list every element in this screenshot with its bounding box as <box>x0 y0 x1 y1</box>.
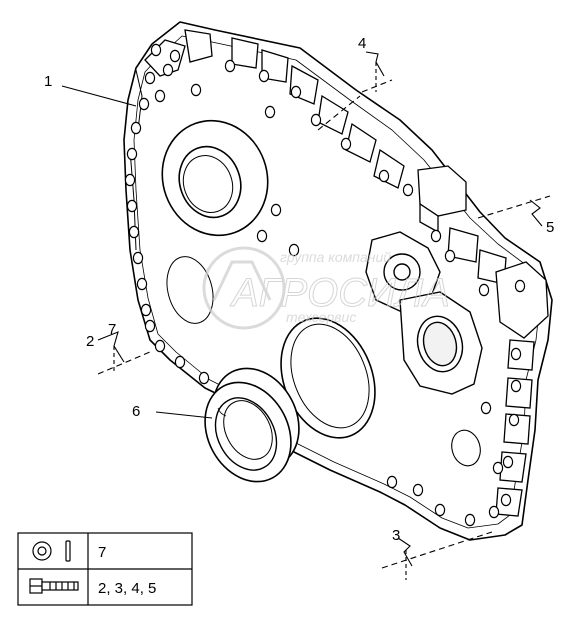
watermark-line1: группа компаний <box>280 249 391 265</box>
bolt-hole <box>140 303 152 317</box>
bolt-holes <box>124 43 526 527</box>
bolt-hole <box>256 229 268 243</box>
bolt-hole <box>514 279 526 293</box>
callout-4: 4 <box>358 35 366 52</box>
bolt-hole <box>198 371 210 385</box>
bolt-hole <box>154 339 166 353</box>
legend-row-1-refs: 7 <box>98 544 106 561</box>
callout-3: 3 <box>392 527 400 544</box>
bolt-hole <box>510 379 522 393</box>
left-opening <box>166 256 214 324</box>
bolt-hole <box>340 137 352 151</box>
bolt-hole <box>412 483 424 497</box>
watermark-line2: АГРОСИЛА <box>230 271 450 315</box>
callout-7: 7 <box>108 321 116 338</box>
callout-1: 1 <box>44 73 52 90</box>
washer-and-pin-icon <box>32 540 71 562</box>
bolt-hole <box>264 105 276 119</box>
bolt-hole <box>386 475 398 489</box>
bolt-hole <box>464 513 476 527</box>
bolt-hole <box>402 183 414 197</box>
callout-5: 5 <box>546 219 554 236</box>
bolt-hole <box>154 89 166 103</box>
bolt-hole <box>128 225 140 239</box>
callout-6: 6 <box>132 403 140 420</box>
watermark: группа компаний АГРОСИЛА техсервис <box>202 246 450 330</box>
bolt-hole <box>310 113 322 127</box>
bolt-hole <box>190 83 202 97</box>
bolt-hole <box>224 59 236 73</box>
bolt-hole <box>508 413 520 427</box>
bolt-hole <box>270 203 282 217</box>
watermark-line3: техсервис <box>286 309 356 325</box>
right-rib-blocks <box>447 227 549 517</box>
bolt-hole <box>444 249 456 263</box>
legend-table: 7 2, 3, 4, 5 <box>17 532 193 606</box>
top-rib-blocks <box>144 29 467 234</box>
bolt-hole <box>510 347 522 361</box>
bolt-hole <box>480 401 492 415</box>
bolt-hole <box>488 505 500 519</box>
leader-lines <box>61 51 551 580</box>
bolt-hole <box>124 173 136 187</box>
bolt-hole <box>132 251 144 265</box>
bolt-hole <box>434 503 446 517</box>
bolt-hole <box>492 461 504 475</box>
bolt-hole <box>500 493 512 507</box>
bolt-hole <box>144 319 156 333</box>
bolt-hole <box>150 43 162 57</box>
bolt-hole <box>136 277 148 291</box>
bolt-icon <box>29 578 79 594</box>
bolt-hole <box>130 121 142 135</box>
bolt-hole <box>162 63 174 77</box>
bolt-hole <box>174 355 186 369</box>
upper-seal-bore <box>161 119 269 237</box>
bolt-hole <box>502 455 514 469</box>
legend-row-2-refs: 2, 3, 4, 5 <box>98 580 156 597</box>
bolt-hole <box>290 85 302 99</box>
bolt-hole <box>169 49 181 63</box>
bolt-hole <box>126 147 138 161</box>
timing-cover-plate <box>123 21 553 541</box>
pump-mount-boss <box>365 231 483 395</box>
front-oil-seal <box>204 367 300 483</box>
bolt-hole <box>288 243 300 257</box>
bolt-hole <box>126 199 138 213</box>
bolt-hole <box>258 69 270 83</box>
bolt-hole <box>378 169 390 183</box>
callout-2: 2 <box>86 333 94 350</box>
bolt-hole <box>144 71 156 85</box>
bolt-hole <box>478 283 490 297</box>
lower-right-port <box>451 429 481 467</box>
bolt-hole <box>138 97 150 111</box>
bolt-hole <box>430 229 442 243</box>
